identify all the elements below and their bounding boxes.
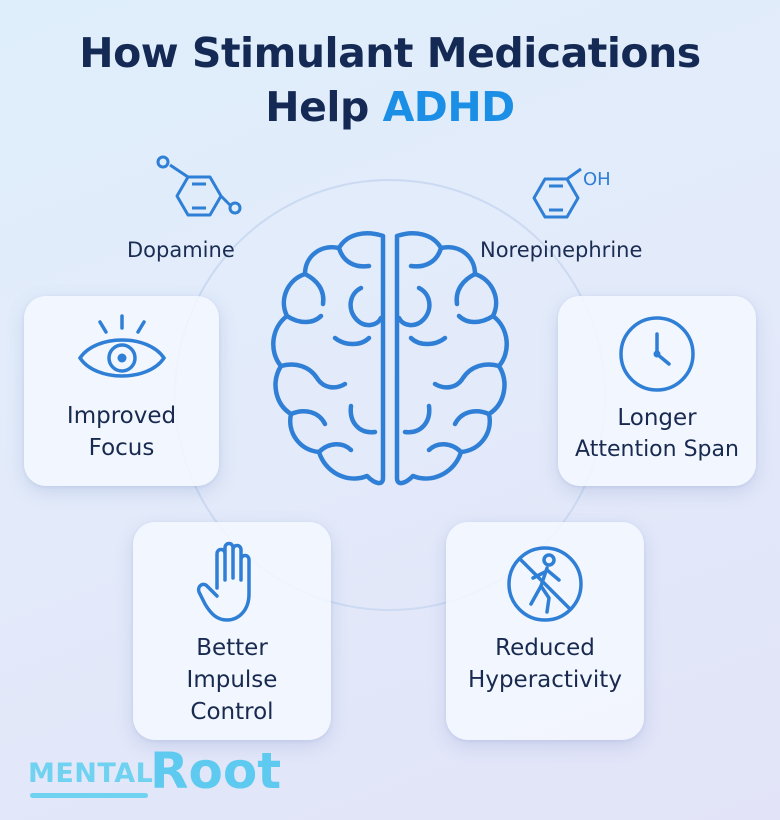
benefit-card-impulse: Better Impulse Control [133,522,331,740]
title-prefix: Help [265,83,383,131]
benefit-line-2: Impulse [186,667,278,693]
benefit-line-2: Hyperactivity [468,667,622,693]
benefit-card-focus: Improved Focus [24,296,219,486]
benefit-card-attention: Longer Attention Span [558,296,756,486]
dopamine-label: Dopamine [127,238,235,262]
benefit-line-1: Reduced [495,635,595,661]
page-title: How Stimulant Medications Help ADHD [0,26,780,134]
eye-icon [77,314,166,378]
benefit-card-hyperactivity: Reduced Hyperactivity [446,522,644,740]
benefit-line-1: Improved [66,403,177,429]
benefit-line-2: Focus [88,435,155,461]
clock-icon [619,316,695,392]
oh-label: OH [583,169,611,190]
benefit-line-1: Better [196,635,268,661]
no-running-icon [507,546,583,622]
raised-hand-icon [196,541,251,622]
title-line-2: Help ADHD [0,80,780,134]
benefit-line-3: Control [190,699,274,725]
title-accent: ADHD [382,83,516,131]
logo-underline [30,793,148,798]
logo-text-mental: MENTAL [28,758,154,789]
title-line-1: How Stimulant Medications [79,29,701,77]
brain-icon [271,231,509,486]
phenol-molecule-icon: OH [532,167,611,219]
benzene-molecule-icon [156,155,242,217]
norepinephrine-label: Norepinephrine [480,238,643,262]
benefit-line-2: Attention Span [575,437,739,462]
logo-text-root: Root [150,742,282,800]
benefit-line-1: Longer [617,405,697,431]
